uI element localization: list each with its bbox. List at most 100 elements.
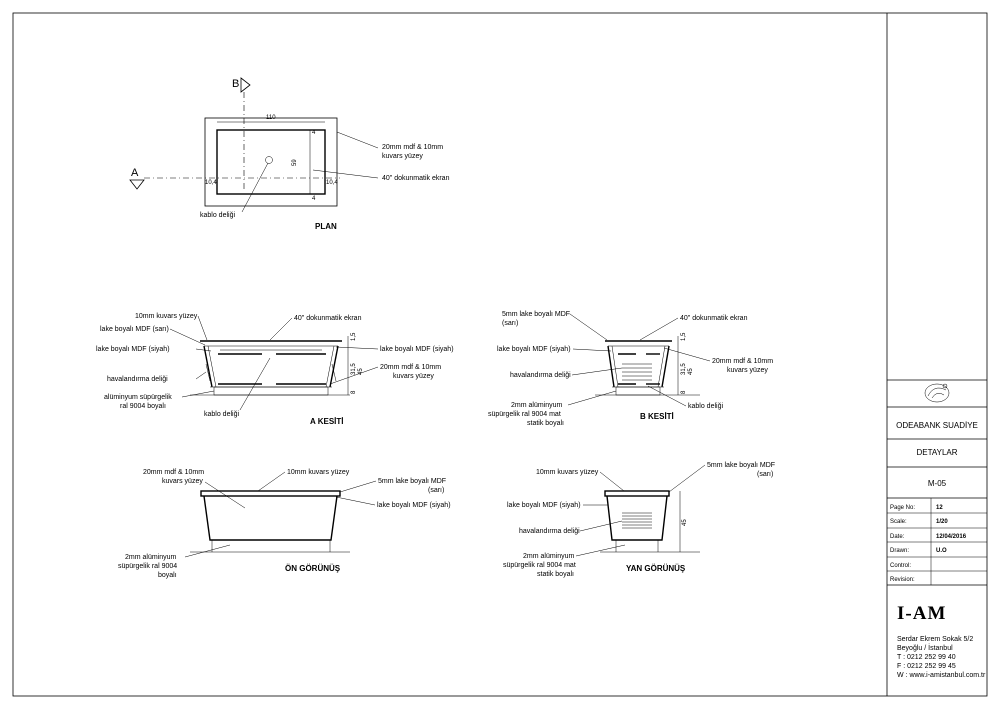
project-name: ODEABANK SUADİYE	[896, 421, 978, 430]
section-a-label-screen: 40" dokunmatik ekran	[294, 315, 362, 322]
tb-row: Drawn: U.O	[887, 548, 987, 558]
leader-f-2	[257, 471, 286, 492]
tb-row-value: 12	[936, 505, 943, 511]
section-b-dim-2: 31,5	[681, 363, 687, 375]
plan-view: B A 110 59 4 4 10,4 10,4 20mm mdf & 10mm…	[129, 77, 450, 231]
leader-a-9	[239, 357, 271, 411]
section-a-label-mdf-black-right: lake boyalı MDF (siyah)	[380, 346, 454, 353]
section-b-plinth	[615, 386, 661, 396]
section-a-label-mdf-yellow: lake boyalı MDF (sarı)	[100, 326, 169, 333]
front-body	[203, 495, 338, 541]
section-a-label-surface-2: kuvars yüzey	[393, 373, 434, 380]
section-b-dim-3: 45	[688, 368, 694, 375]
side-dim: 45	[682, 519, 688, 526]
tb-row: Date: 12/04/2016	[887, 534, 987, 543]
section-b-label-base-2: süpürgelik ral 9004 mat	[488, 411, 561, 418]
leader-a-2	[169, 328, 206, 346]
plan-width-dim: 110	[266, 115, 276, 121]
section-a-vent	[205, 363, 211, 382]
section-b-label-mdf-2: (sarı)	[502, 320, 518, 327]
side-label-mdf-black: lake boyalı MDF (siyah)	[507, 502, 581, 509]
section-a-plinth	[213, 386, 329, 396]
section-b-label-screen: 40" dokunmatik ekran	[680, 315, 748, 322]
tb-row-value: U.O	[936, 548, 947, 554]
side-label-quartz: 10mm kuvars yüzey	[536, 469, 599, 476]
section-a-left-inner	[207, 345, 217, 388]
side-view: 45 10mm kuvars yüzey 5mm lake boyalı MDF…	[503, 462, 775, 578]
leader-s-4	[579, 520, 623, 532]
plan-outer-outline	[204, 117, 338, 207]
section-a-dim-2: 31,5	[351, 363, 357, 375]
tb-row-label: Page No:	[890, 505, 915, 511]
section-a-arrow-icon	[129, 179, 145, 190]
company-logo: I-AM	[897, 603, 946, 624]
section-a-left-side	[203, 345, 213, 388]
front-label-base-3: boyalı	[158, 572, 177, 579]
section-b-left-inner	[611, 345, 619, 388]
side-label-vent: havalandırma deliği	[519, 528, 580, 535]
leader-a-3	[195, 348, 212, 352]
cable-hole-icon	[265, 156, 273, 164]
plan-bottom-dim: 4	[312, 196, 316, 202]
tb-row-label: Scale:	[890, 519, 907, 525]
tb-row-label: Drawn:	[890, 548, 909, 554]
leader-f-3	[339, 480, 377, 493]
section-a-marker-label: A	[131, 167, 139, 179]
section-a-dim-3: 45	[358, 368, 364, 375]
leader-s-2	[668, 464, 706, 493]
side-body	[606, 495, 668, 541]
section-b-view: 1,5 31,5 45 8 5mm lake boyalı MDF (sarı)…	[488, 311, 773, 427]
section-a-right-inner	[325, 345, 335, 388]
section-b-label-surface-2: kuvars yüzey	[727, 367, 768, 374]
tb-row: Scale: 1/20	[887, 519, 987, 529]
section-b-title: B KESİTİ	[640, 412, 674, 421]
leader-s-1	[599, 471, 625, 492]
sheet-title: DETAYLAR	[916, 448, 957, 457]
leader-f-1	[204, 481, 246, 509]
leader-a-7	[335, 346, 379, 350]
plan-screen-outline	[216, 129, 326, 195]
sheet-border	[12, 12, 988, 697]
side-label-mdf-yellow-1: 5mm lake boyalı MDF	[707, 462, 775, 469]
side-label-base-1: 2mm alüminyum	[523, 553, 575, 560]
address-line: Beyoğlu / İstanbul	[897, 643, 953, 652]
side-title: YAN GÖRÜNÜŞ	[626, 564, 686, 573]
front-label-base-2: süpürgelik ral 9004	[118, 563, 177, 570]
plan-screen-leader	[312, 169, 379, 179]
plan-height-dim: 59	[292, 159, 298, 166]
section-a-dim-4: 8	[351, 390, 357, 394]
leader-b-1	[569, 313, 608, 341]
section-b-label-cable: kablo deliği	[688, 403, 723, 410]
tb-row-value: 1/20	[936, 519, 948, 525]
tb-row: Page No: 12	[887, 505, 987, 514]
section-b-label-vent: havalandırma deliği	[510, 372, 571, 379]
section-b-label-mdf-1: 5mm lake boyalı MDF	[502, 311, 570, 318]
leader-b-2	[572, 348, 612, 352]
front-view: 20mm mdf & 10mm kuvars yüzey 10mm kuvars…	[118, 469, 451, 579]
front-label-mdf-black: lake boyalı MDF (siyah)	[377, 502, 451, 509]
plan-right-dim: 10,4	[326, 180, 338, 186]
section-b-dim-1: 1,5	[681, 332, 687, 341]
tb-row: Control:	[887, 563, 987, 572]
plan-surface-label-1: 20mm mdf & 10mm	[382, 144, 443, 151]
plan-screen-label: 40" dokunmatik ekran	[382, 175, 450, 182]
address-line: T : 0212 252 99 40	[897, 654, 956, 661]
leader-f-4	[335, 496, 376, 506]
leader-a-4	[195, 371, 207, 380]
section-b-arrow-icon	[240, 77, 251, 93]
leader-b-5	[639, 317, 679, 341]
leader-a-6	[269, 317, 293, 341]
section-b-right-inner	[657, 345, 666, 388]
side-label-base-3: statik boyalı	[537, 571, 574, 578]
leader-a-8	[329, 366, 379, 385]
sheet-code: M-05	[928, 479, 947, 488]
title-block-table: Page No: 12 Scale: 1/20 Date: 12/04/2016…	[887, 498, 987, 586]
side-top	[604, 490, 670, 497]
tb-row-label: Revision:	[890, 577, 915, 583]
section-b-label-mdf-black: lake boyalı MDF (siyah)	[497, 346, 571, 353]
leader-b-6	[663, 347, 711, 362]
plan-cable-leader	[241, 162, 269, 213]
leader-b-3	[571, 367, 623, 376]
section-a-label-base-2: ral 9004 boyalı	[120, 403, 166, 410]
section-b-label-base-1: 2mm alüminyum	[511, 402, 563, 409]
